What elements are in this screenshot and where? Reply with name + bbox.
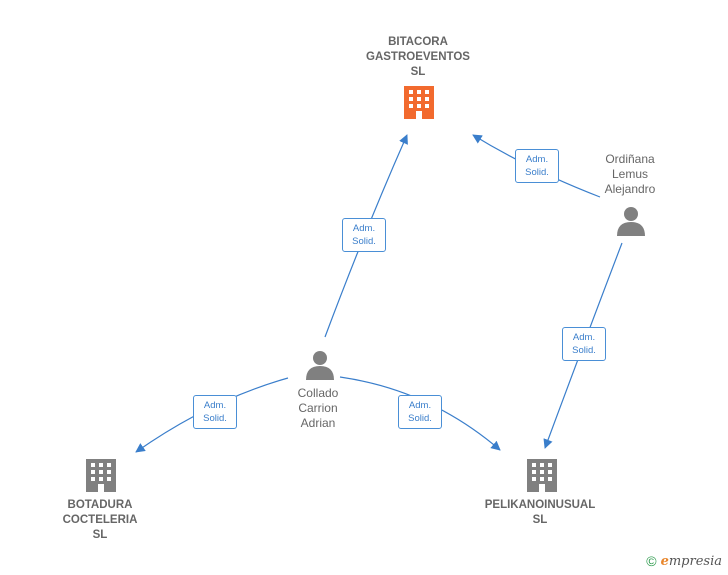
building-icon-pelikano[interactable] xyxy=(527,459,557,492)
node-label-collado[interactable]: Collado Carrion Adrian xyxy=(297,386,339,430)
edge-role-ordinana-pelikano[interactable]: Adm.Solid. xyxy=(562,327,606,361)
edge-role-collado-botadura[interactable]: Adm.Solid. xyxy=(193,395,237,429)
building-icon-bitacora[interactable] xyxy=(404,86,434,119)
person-icon-collado[interactable] xyxy=(306,351,334,380)
node-label-ordinana[interactable]: Ordiñana Lemus Alejandro xyxy=(604,152,656,196)
node-label-pelikano[interactable]: PELIKANOINUSUAL SL xyxy=(484,499,596,526)
person-icon-ordinana[interactable] xyxy=(617,207,645,236)
building-icon-botadura[interactable] xyxy=(86,459,116,492)
copyright-icon: © xyxy=(646,553,657,569)
footer-brand: © empresia xyxy=(646,553,722,569)
node-label-botadura[interactable]: BOTADURA COCTELERIA SL xyxy=(62,499,138,541)
node-label-bitacora[interactable]: BITACORA GASTROEVENTOS SL xyxy=(366,36,470,78)
edge-role-collado-pelikano[interactable]: Adm.Solid. xyxy=(398,395,442,429)
edge-role-collado-bitacora[interactable]: Adm.Solid. xyxy=(342,218,386,252)
brand-logo[interactable]: empresia xyxy=(660,553,722,569)
edge-role-ordinana-bitacora[interactable]: Adm.Solid. xyxy=(515,149,559,183)
